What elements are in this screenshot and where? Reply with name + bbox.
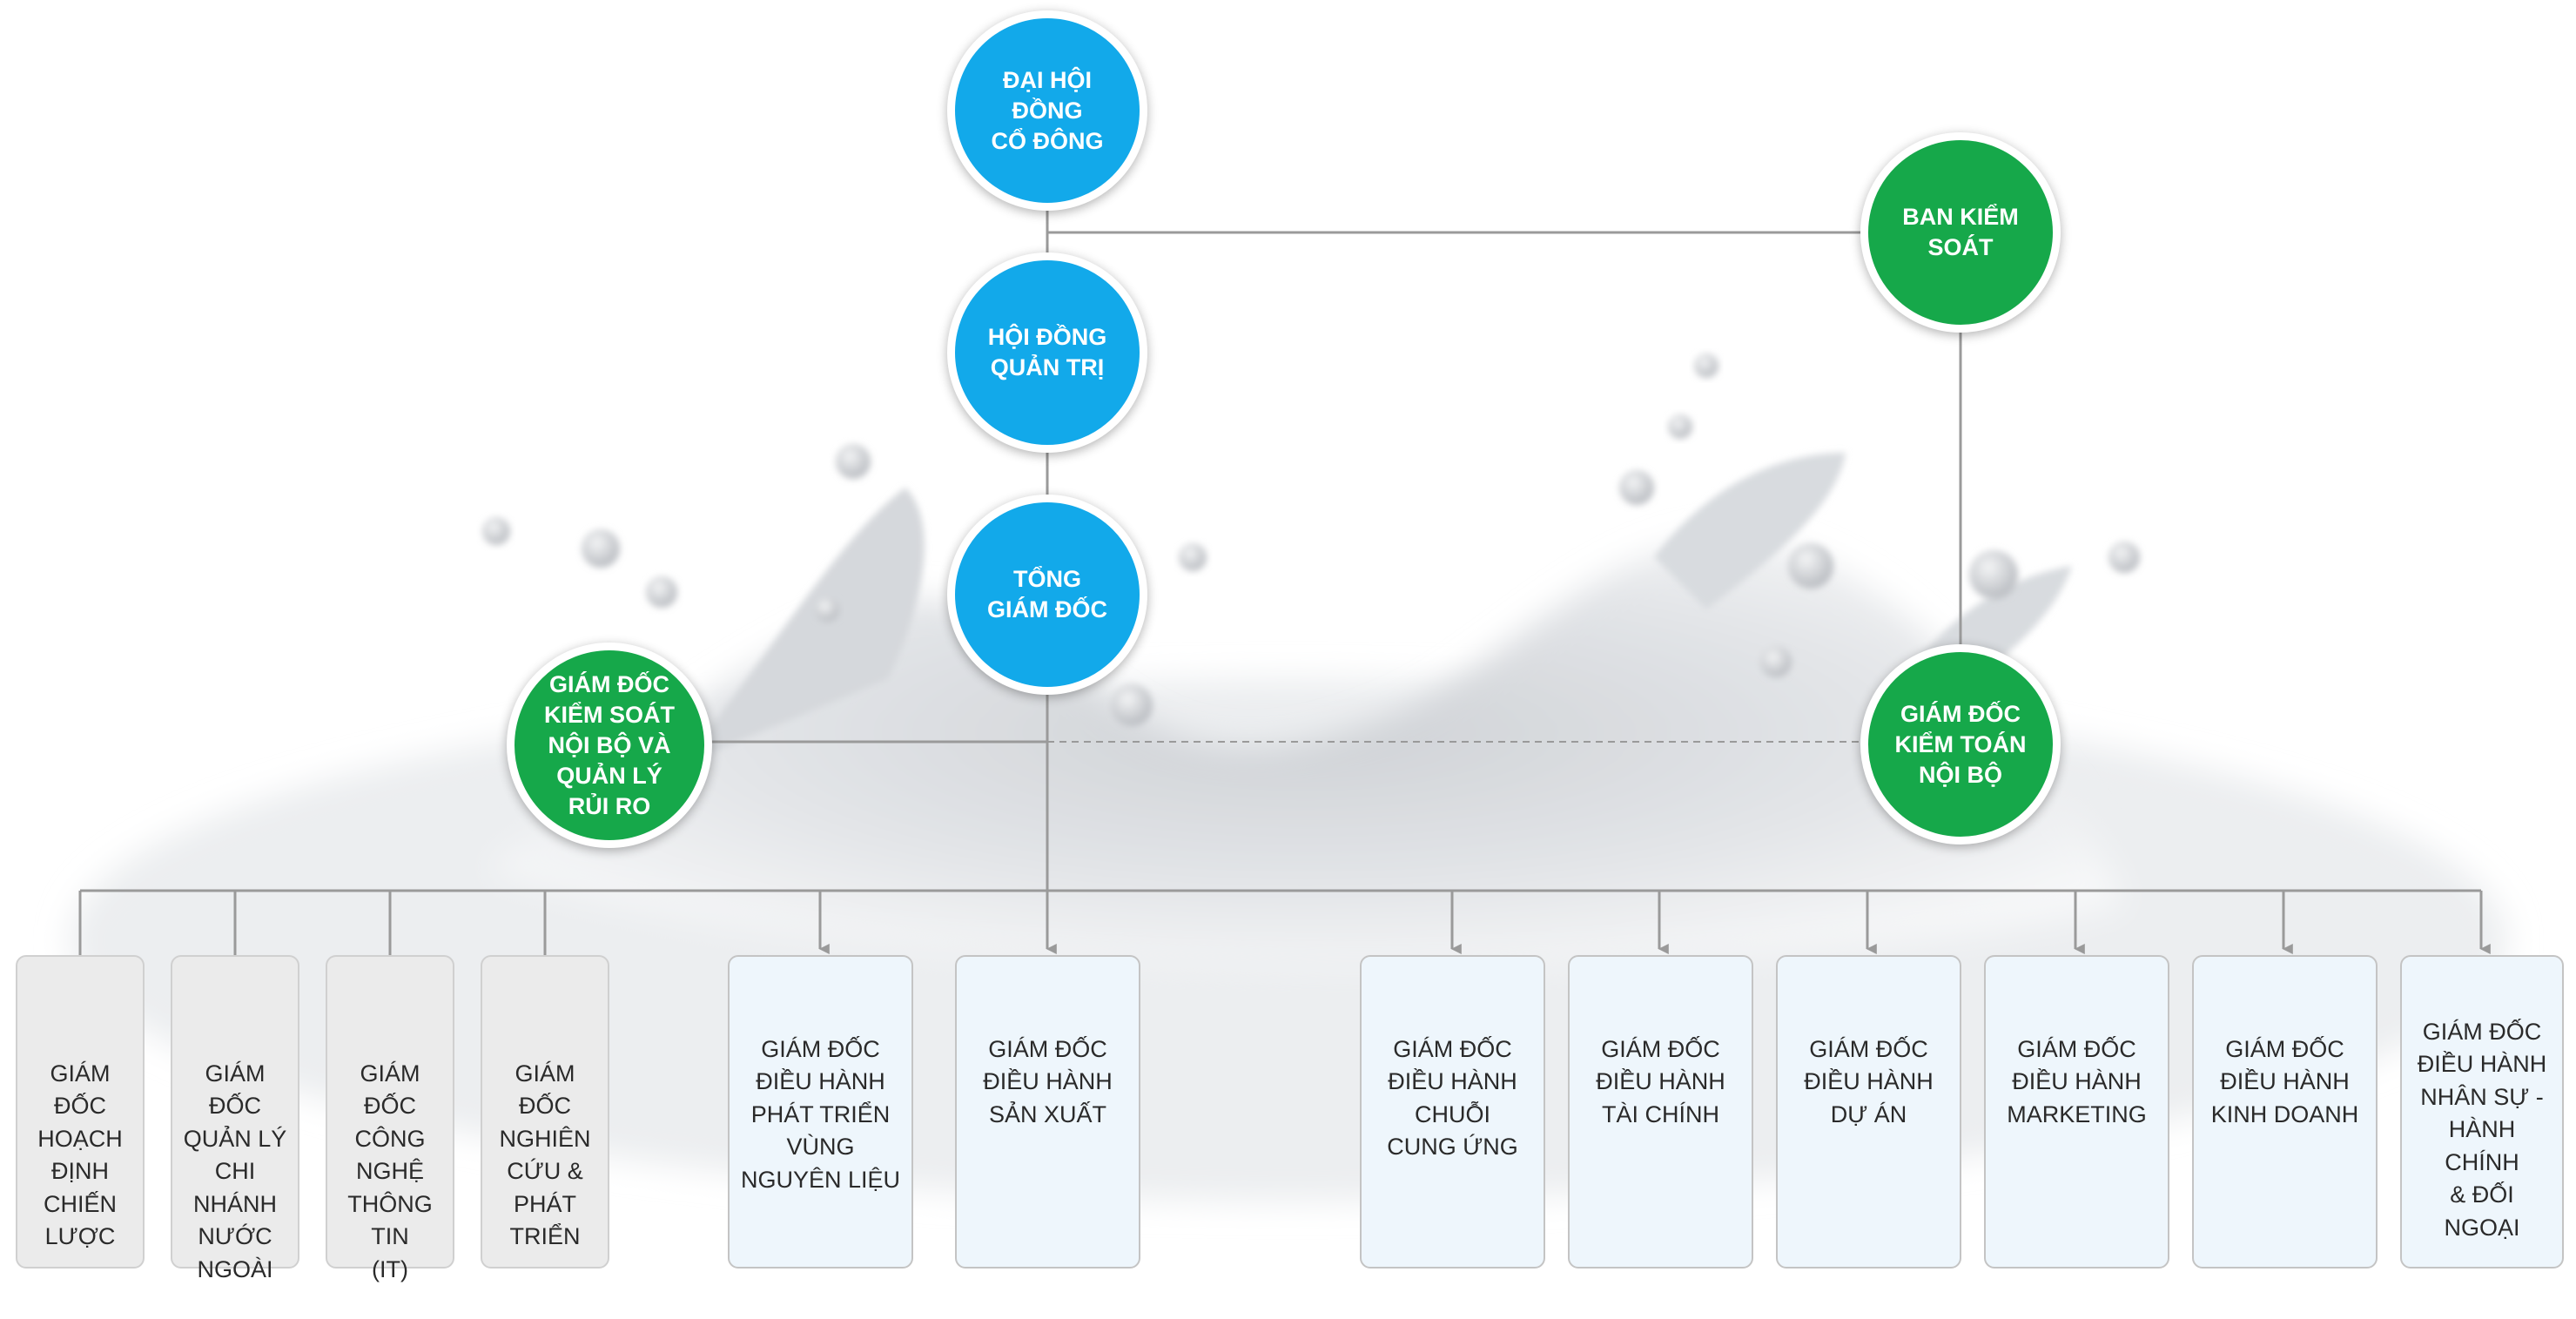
director-box-finance: GIÁM ĐỐC ĐIỀU HÀNH TÀI CHÍNH (1568, 955, 1753, 1269)
director-box-production: GIÁM ĐỐC ĐIỀU HÀNH SẢN XUẤT (955, 955, 1140, 1269)
director-label: GIÁM ĐỐC ĐIỀU HÀNH TÀI CHÍNH (1596, 1035, 1725, 1127)
shareholders-meeting-label: ĐẠI HỘI ĐỒNG CỔ ĐÔNG (991, 66, 1104, 154)
director-box-hr-admin-external: GIÁM ĐỐC ĐIỀU HÀNH NHÂN SỰ - HÀNH CHÍNH … (2400, 955, 2564, 1269)
director-label: GIÁM ĐỐC ĐIỀU HÀNH SẢN XUẤT (983, 1035, 1113, 1127)
director-label: GIÁM ĐỐC ĐIỀU HÀNH CHUỖI CUNG ỨNG (1387, 1035, 1518, 1161)
director-label: GIÁM ĐỐC HOẠCH ĐỊNH CHIẾN LƯỢC (37, 1060, 123, 1250)
internal-control-risk-label: GIÁM ĐỐC KIỂM SOÁT NỘI BỘ VÀ QUẢN LÝ RỦI… (543, 670, 675, 819)
director-box-strategy: GIÁM ĐỐC HOẠCH ĐỊNH CHIẾN LƯỢC (16, 955, 145, 1269)
director-label: GIÁM ĐỐC ĐIỀU HÀNH KINH DOANH (2210, 1035, 2359, 1127)
director-box-marketing: GIÁM ĐỐC ĐIỀU HÀNH MARKETING (1984, 955, 2169, 1269)
director-box-projects: GIÁM ĐỐC ĐIỀU HÀNH DỰ ÁN (1776, 955, 1961, 1269)
supervisory-board-label: BAN KIỂM SOÁT (1902, 204, 2019, 260)
director-box-it: GIÁM ĐỐC CÔNG NGHỆ THÔNG TIN (IT) (326, 955, 454, 1282)
internal-audit-label: GIÁM ĐỐC KIỂM TOÁN NỘI BỘ (1894, 700, 2027, 788)
director-label: GIÁM ĐỐC CÔNG NGHỆ THÔNG TIN (IT) (347, 1060, 433, 1282)
director-label: GIÁM ĐỐC ĐIỀU HÀNH NHÂN SỰ - HÀNH CHÍNH … (2417, 1018, 2547, 1241)
director-box-research-development: GIÁM ĐỐC NGHIÊN CỨU & PHÁT TRIỂN (481, 955, 609, 1269)
ceo-node: TỔNG GIÁM ĐỐC (947, 495, 1147, 695)
board-of-directors-node: HỘI ĐỒNG QUẢN TRỊ (947, 252, 1147, 453)
director-label: GIÁM ĐỐC QUẢN LÝ CHI NHÁNH NƯỚC NGOÀI (183, 1060, 287, 1282)
ceo-label: TỔNG GIÁM ĐỐC (987, 566, 1107, 622)
shareholders-meeting-node: ĐẠI HỘI ĐỒNG CỔ ĐÔNG (947, 10, 1147, 211)
director-label: GIÁM ĐỐC NGHIÊN CỨU & PHÁT TRIỂN (499, 1060, 591, 1250)
internal-audit-node: GIÁM ĐỐC KIỂM TOÁN NỘI BỘ (1860, 644, 2061, 845)
director-box-raw-materials: GIÁM ĐỐC ĐIỀU HÀNH PHÁT TRIỂN VÙNG NGUYÊ… (728, 955, 913, 1269)
director-label: GIÁM ĐỐC ĐIỀU HÀNH PHÁT TRIỂN VÙNG NGUYÊ… (740, 1035, 901, 1193)
director-box-sales: GIÁM ĐỐC ĐIỀU HÀNH KINH DOANH (2192, 955, 2378, 1269)
org-chart: ĐẠI HỘI ĐỒNG CỔ ĐÔNG HỘI ĐỒNG QUẢN TRỊ T… (16, 10, 2564, 1282)
director-box-overseas-branches: GIÁM ĐỐC QUẢN LÝ CHI NHÁNH NƯỚC NGOÀI (171, 955, 299, 1282)
internal-control-risk-node: GIÁM ĐỐC KIỂM SOÁT NỘI BỘ VÀ QUẢN LÝ RỦI… (507, 643, 712, 848)
director-label: GIÁM ĐỐC ĐIỀU HÀNH MARKETING (2007, 1035, 2147, 1127)
director-label: GIÁM ĐỐC ĐIỀU HÀNH DỰ ÁN (1804, 1035, 1934, 1127)
director-box-supply-chain: GIÁM ĐỐC ĐIỀU HÀNH CHUỖI CUNG ỨNG (1360, 955, 1545, 1269)
board-of-directors-label: HỘI ĐỒNG QUẢN TRỊ (987, 324, 1107, 380)
supervisory-board-node: BAN KIỂM SOÁT (1860, 132, 2061, 333)
